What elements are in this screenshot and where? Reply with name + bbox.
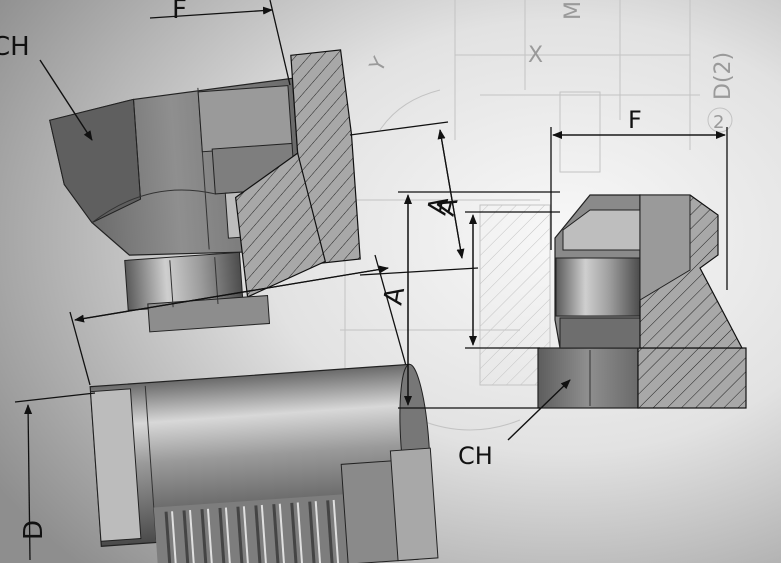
- top-left-ch-leader: [39, 59, 93, 141]
- right-a-dimensions: [398, 191, 560, 409]
- ghost-blueprint: [340, 0, 733, 431]
- top-left-f-label: F: [172, 0, 187, 25]
- top-left-ch-label: CH: [0, 32, 30, 62]
- tilted-a-dimensions: [69, 121, 479, 386]
- ghost-d2-label: D(2): [711, 52, 736, 100]
- right-f-label: F: [628, 106, 642, 134]
- tilted-a-lower-label: A: [379, 284, 412, 307]
- cylinder-body: [89, 363, 439, 563]
- left-d-label: D: [19, 520, 49, 540]
- tilted-nut-fitting: [49, 49, 361, 333]
- ghost-x-label: X: [528, 43, 543, 68]
- right-hex-base: [537, 347, 639, 409]
- left-d-dimension: [14, 392, 96, 561]
- right-ch-label: CH: [458, 442, 493, 470]
- right-f-dimension: [550, 127, 728, 290]
- right-fitting: [537, 194, 747, 409]
- top-left-f-dimension: [149, 0, 291, 86]
- ghost-m-label: M: [561, 1, 586, 20]
- right-ch-leader: [507, 379, 571, 441]
- grooved-section: [153, 447, 439, 563]
- tilted-a-upper-label: A: [423, 194, 456, 217]
- ghost-circle-number: 2: [713, 112, 724, 133]
